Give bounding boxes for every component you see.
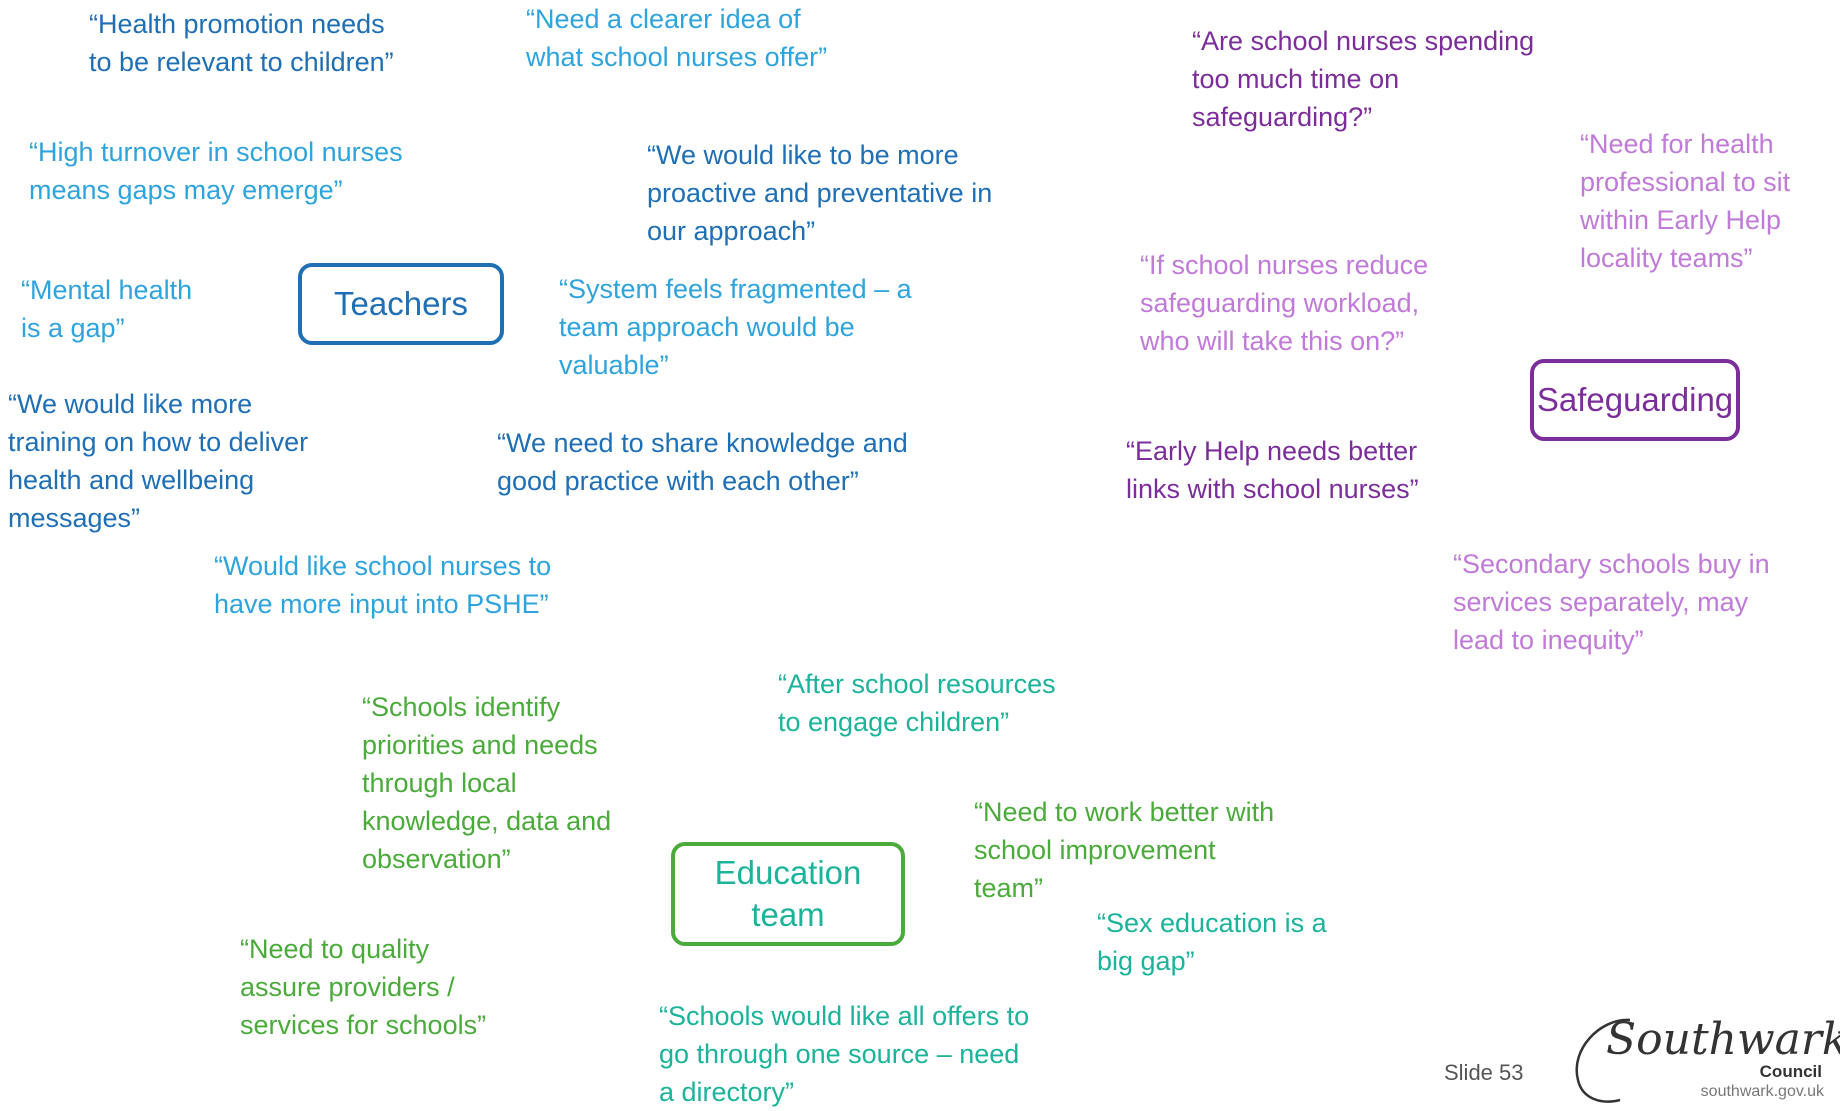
quote-sex-education: “Sex education is a big gap” bbox=[1097, 908, 1327, 976]
quote-health-professional: “Need for health professional to sit wit… bbox=[1580, 129, 1791, 273]
quote-secondary-schools: “Secondary schools buy in services separ… bbox=[1453, 549, 1770, 655]
quote-more-training: “We would like more training on how to d… bbox=[8, 389, 309, 533]
quote-clearer-idea: “Need a clearer idea of what school nurs… bbox=[526, 4, 828, 72]
quote-health-promotion: “Health promotion needs to be relevant t… bbox=[89, 9, 394, 77]
quote-safeguarding-time: “Are school nurses spending too much tim… bbox=[1192, 26, 1535, 132]
slide-number: Slide 53 bbox=[1444, 1060, 1524, 1085]
quote-school-improvement: “Need to work better with school improve… bbox=[974, 797, 1275, 903]
quote-reduce-workload: “If school nurses reduce safeguarding wo… bbox=[1140, 250, 1429, 356]
quote-schools-identify: “Schools identify priorities and needs t… bbox=[362, 692, 612, 874]
quote-quality-assure: “Need to quality assure providers / serv… bbox=[240, 934, 487, 1040]
quote-proactive: “We would like to be more proactive and … bbox=[647, 140, 993, 246]
theme-box-education-team: Education team bbox=[671, 842, 905, 946]
quote-high-turnover: “High turnover in school nurses means ga… bbox=[29, 137, 403, 205]
quote-one-source: “Schools would like all offers to go thr… bbox=[659, 1001, 1030, 1107]
quote-after-school: “After school resources to engage childr… bbox=[778, 669, 1056, 737]
quote-early-help-links: “Early Help needs better links with scho… bbox=[1126, 436, 1419, 504]
svg-text:Southwark: Southwark bbox=[1606, 1014, 1840, 1065]
theme-box-teachers: Teachers bbox=[298, 263, 504, 345]
logo-url-text: southwark.gov.uk bbox=[1700, 1083, 1824, 1100]
quote-pshe-input: “Would like school nurses to have more i… bbox=[214, 551, 552, 619]
logo-council-text: Council bbox=[1759, 1062, 1822, 1081]
quote-system-fragmented: “System feels fragmented – a team approa… bbox=[559, 274, 912, 380]
southwark-council-logo: Southwark Council southwark.gov.uk bbox=[1560, 1010, 1840, 1107]
theme-box-safeguarding: Safeguarding bbox=[1530, 359, 1740, 441]
quote-mental-health: “Mental health is a gap” bbox=[21, 275, 193, 343]
quote-share-knowledge: “We need to share knowledge and good pra… bbox=[497, 428, 908, 496]
southwark-wordmark-icon: Southwark bbox=[1575, 1014, 1840, 1103]
